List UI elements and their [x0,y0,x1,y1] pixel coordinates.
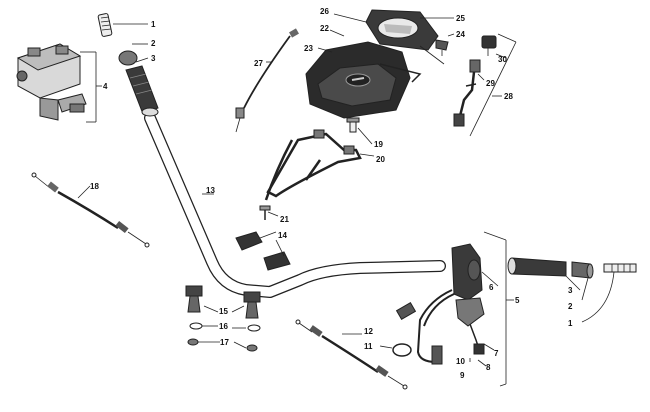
brake-cable [295,319,408,390]
handlebar [144,112,446,298]
callout-23: 23 [304,44,313,53]
callout-19: 19 [374,140,383,149]
callout-30: 30 [498,55,507,64]
callout-1: 1 [151,20,156,29]
callout-7: 7 [494,349,499,358]
callout-10: 10 [456,357,465,366]
wiring-harness [453,35,497,127]
callout-3: 3 [151,54,156,63]
throttle-cable [31,172,150,248]
callout-21: 21 [280,215,289,224]
right-control-housing [395,243,485,365]
brake-master-cylinder [16,43,87,121]
speedometer-cable [235,28,299,133]
mount-hardware [185,285,261,352]
callout-9: 9 [460,371,465,380]
right-grip-assembly [507,257,637,279]
callout-12: 12 [364,327,373,336]
callout-1-right: 1 [568,319,573,328]
callout-labels: 1 2 3 4 13 18 14 15 16 17 12 11 6 5 7 8 … [90,7,573,380]
callout-26: 26 [320,7,329,16]
callout-11: 11 [364,342,373,351]
riser-blocks [235,231,291,271]
callout-13: 13 [206,186,215,195]
callout-29: 29 [486,79,495,88]
callout-17: 17 [220,338,229,347]
callout-25: 25 [456,14,465,23]
callout-15: 15 [219,307,228,316]
callout-4: 4 [103,82,108,91]
callout-6: 6 [489,283,494,292]
callout-20: 20 [376,155,385,164]
callout-2: 2 [151,39,156,48]
instrument-pod [305,41,422,119]
callout-27: 27 [254,59,263,68]
left-grip-assembly [97,13,159,117]
gauge-assembly [365,9,449,56]
callout-24: 24 [456,30,465,39]
callout-2-right: 2 [568,302,573,311]
callout-14: 14 [278,231,287,240]
callout-16: 16 [219,322,228,331]
mounting-bracket [259,117,362,220]
snap-ring [392,343,412,357]
callout-3-right: 3 [568,286,573,295]
callout-5: 5 [515,296,520,305]
callout-22: 22 [320,24,329,33]
callout-18: 18 [90,182,99,191]
callout-28: 28 [504,92,513,101]
callout-8: 8 [486,363,491,372]
